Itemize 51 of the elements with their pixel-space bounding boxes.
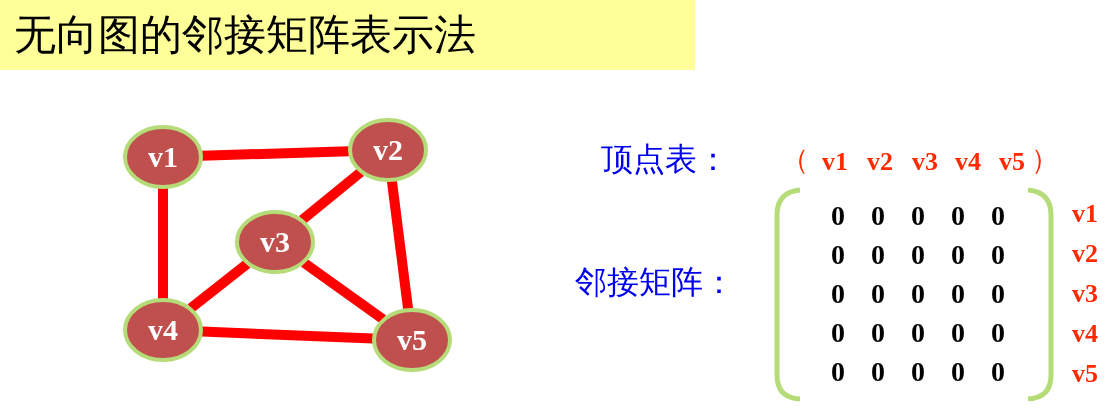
vertex-ellipse: v4 [122,297,204,363]
matrix-entry: 0 [951,239,965,271]
vertex-name: v4 [955,147,981,177]
matrix-entry: 0 [871,278,885,310]
edge-line [187,259,251,313]
row-label: v1 [1072,199,1098,229]
matrix-entry: 0 [991,278,1005,310]
matrix-entry: 0 [951,356,965,388]
matrix-entry: 0 [831,317,845,349]
matrix-entry: 0 [951,200,965,232]
matrix-entry: 0 [871,356,885,388]
matrix-entry: 0 [991,200,1005,232]
matrix-entry: 0 [831,200,845,232]
vertex-ellipse: v5 [371,307,453,373]
matrix-entry: 0 [951,278,965,310]
edge-line [301,258,386,324]
vertex-ellipse: v2 [347,117,429,183]
matrix-entry: 0 [831,239,845,271]
matrix-entry: 0 [991,317,1005,349]
edge-line [299,168,364,224]
matrix-entry: 0 [911,200,925,232]
edge-line [158,188,168,299]
vertex-name: v1 [822,147,848,177]
matrix-entry: 0 [831,278,845,310]
title-banner: 无向图的邻接矩阵表示法 [0,0,695,70]
parenthesis: ） [1031,142,1059,178]
matrix-entry: 0 [871,317,885,349]
heading-text: 顶点表： [601,139,729,180]
row-label: v2 [1072,239,1098,269]
row-label: v3 [1072,279,1098,309]
heading-text: 邻接矩阵： [575,262,735,303]
vertex-ellipse: v1 [122,124,204,190]
matrix-entry: 0 [991,356,1005,388]
parenthesis: （ [781,142,809,178]
matrix-entry: 0 [951,317,965,349]
matrix-entry: 0 [911,278,925,310]
row-label: v4 [1072,319,1098,349]
matrix-entry: 0 [831,356,845,388]
matrix-entry: 0 [871,200,885,232]
matrix-entry: 0 [911,356,925,388]
edge-line [201,326,374,344]
edge-line [201,146,350,161]
vertex-name: v2 [867,147,893,177]
matrix-entry: 0 [911,239,925,271]
vertex-name: v5 [999,147,1025,177]
matrix-entry: 0 [911,317,925,349]
matrix-entry: 0 [991,239,1005,271]
matrix-entry: 0 [871,239,885,271]
vertex-name: v3 [912,147,938,177]
vertex-ellipse: v3 [234,209,316,275]
row-label: v5 [1072,359,1098,389]
